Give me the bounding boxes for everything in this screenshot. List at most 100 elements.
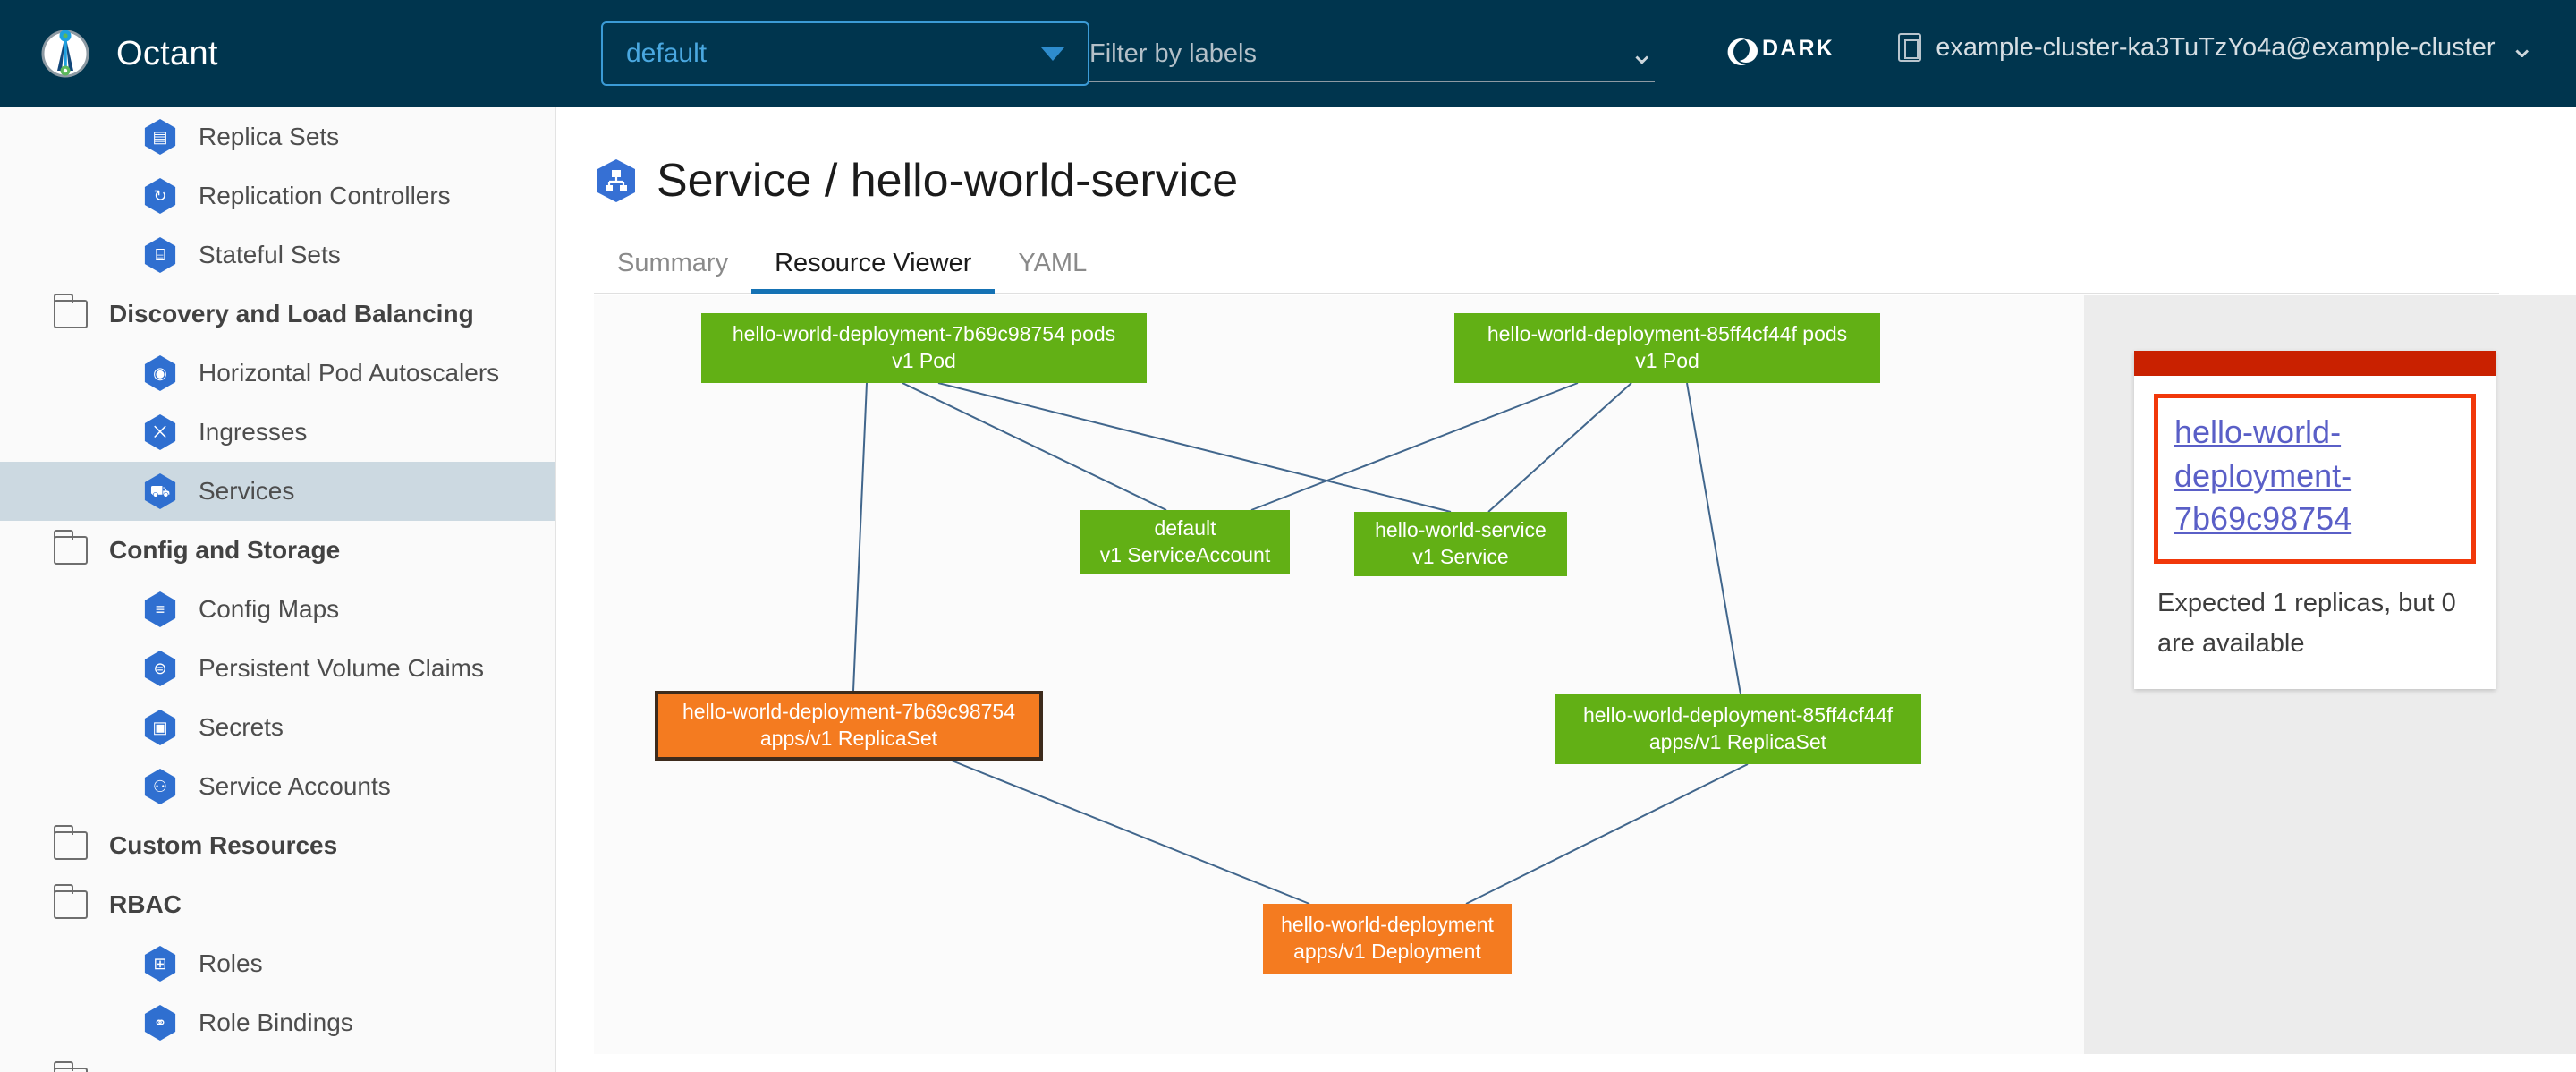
graph-node-pod-7b69c98754[interactable]: hello-world-deployment-7b69c98754 podsv1… xyxy=(701,313,1147,383)
chevron-down-icon: ⌄ xyxy=(2510,32,2536,63)
graph-node-serviceaccount[interactable]: defaultv1 ServiceAccount xyxy=(1080,510,1290,574)
sidebar-item-discovery-and-load-balancing[interactable]: ∨Discovery and Load Balancing xyxy=(0,285,555,344)
k8s-service-icon: ⛟ xyxy=(143,473,177,509)
graph-node-pod-85ff4cf44f[interactable]: hello-world-deployment-85ff4cf44f podsv1… xyxy=(1454,313,1880,383)
graph-node-rs-7b69c98754[interactable]: hello-world-deployment-7b69c98754apps/v1… xyxy=(655,691,1043,761)
graph-edge xyxy=(1466,764,1748,904)
sidebar-item-replica-sets[interactable]: ▤Replica Sets xyxy=(0,107,555,166)
octant-logo-icon xyxy=(38,26,93,81)
sidebar-item-stateful-sets[interactable]: ⌸ Stateful Sets xyxy=(0,225,555,285)
sidebar-item-persistent-volume-claims[interactable]: ⊜ Persistent Volume Claims xyxy=(0,639,555,698)
detail-resource-link[interactable]: hello-world-deployment-7b69c98754 xyxy=(2174,413,2351,537)
graph-node-kind: v1 ServiceAccount xyxy=(1100,542,1270,569)
resource-viewer-graph[interactable]: hello-world-deployment-7b69c98754 podsv1… xyxy=(594,295,2118,1054)
graph-node-name: hello-world-deployment-85ff4cf44f xyxy=(1583,702,1893,729)
graph-edge xyxy=(853,383,867,691)
cluster-icon xyxy=(1898,33,1921,62)
sidebar-item-services[interactable]: ⛟ Services xyxy=(0,462,555,521)
tab-yaml[interactable]: YAML xyxy=(995,249,1110,293)
detail-card: hello-world-deployment-7b69c98754 Expect… xyxy=(2134,351,2496,689)
cluster-name: example-cluster-ka3TuTzYo4a@example-clus… xyxy=(1936,33,2495,63)
page-title: Service / hello-world-service xyxy=(657,154,1238,208)
cluster-selector[interactable]: example-cluster-ka3TuTzYo4a@example-clus… xyxy=(1898,32,2535,63)
graph-node-name: hello-world-deployment-7b69c98754 xyxy=(682,699,1015,726)
tab-resource-viewer[interactable]: Resource Viewer xyxy=(751,249,995,293)
chevron-down-icon[interactable]: ⌄ xyxy=(1630,38,1656,69)
sidebar-item-label: Replication Controllers xyxy=(199,182,451,210)
k8s-hpa-icon: ◉ xyxy=(143,355,177,391)
sidebar-item-role-bindings[interactable]: ⚭ Role Bindings xyxy=(0,993,555,1052)
sidebar-item-label: Config and Storage xyxy=(109,536,340,565)
main-content: Service / hello-world-service SummaryRes… xyxy=(556,107,2576,1072)
k8s-ingress-icon: ⨉ xyxy=(143,414,177,450)
sidebar-item-config-and-storage[interactable]: ∨Config and Storage xyxy=(0,521,555,580)
sidebar-item-horizontal-pod-autoscalers[interactable]: ◉ Horizontal Pod Autoscalers xyxy=(0,344,555,403)
folder-icon xyxy=(54,831,88,860)
sidebar-item-custom-resources[interactable]: Custom Resources xyxy=(0,816,555,875)
graph-node-service[interactable]: hello-world-servicev1 Service xyxy=(1354,512,1567,576)
graph-edge xyxy=(1251,383,1578,510)
sidebar-item-secrets[interactable]: ▣ Secrets xyxy=(0,698,555,757)
sidebar-item-label: Stateful Sets xyxy=(199,241,341,269)
sidebar-item-roles[interactable]: ⊞ Roles xyxy=(0,934,555,993)
chevron-down-icon xyxy=(1041,47,1064,61)
namespace-select-value: default xyxy=(626,38,707,69)
sidebar-item-label: RBAC xyxy=(109,890,182,919)
sidebar-item-label: Service Accounts xyxy=(199,772,391,801)
sidebar-navigation[interactable]: ▤Replica Sets ↻ Replication Controllers ⌸ St… xyxy=(0,107,556,1072)
graph-node-name: default xyxy=(1100,515,1270,542)
graph-node-kind: v1 Service xyxy=(1375,544,1546,571)
sidebar-item-service-accounts[interactable]: ⚇Service Accounts xyxy=(0,757,555,816)
sidebar-item-ingresses[interactable]: ⨉Ingresses xyxy=(0,403,555,462)
tab-bar[interactable]: SummaryResource ViewerYAML xyxy=(594,249,2499,294)
detail-title-highlight: hello-world-deployment-7b69c98754 xyxy=(2154,394,2476,564)
sidebar-item-config-maps[interactable]: ≡ Config Maps xyxy=(0,580,555,639)
sidebar-item-rbac[interactable]: ∨RBAC xyxy=(0,875,555,934)
graph-edge xyxy=(938,383,1451,512)
graph-edge xyxy=(902,383,1166,510)
graph-node-name: hello-world-deployment xyxy=(1281,912,1494,939)
sidebar-item-label: Persistent Volume Claims xyxy=(199,654,484,683)
sidebar-item-label: Custom Resources xyxy=(109,831,337,860)
graph-node-deployment[interactable]: hello-world-deploymentapps/v1 Deployment xyxy=(1263,904,1512,974)
graph-edge xyxy=(1488,383,1631,512)
k8s-secret-icon: ▣ xyxy=(143,710,177,745)
sidebar-item-label: Role Bindings xyxy=(199,1008,353,1037)
label-filter-placeholder: Filter by labels xyxy=(1089,39,1257,69)
top-bar: Octant default Filter by labels ⌄ DARK e… xyxy=(0,0,2576,107)
brand-name: Octant xyxy=(116,35,218,73)
k8s-replicationcontroller-icon: ↻ xyxy=(143,178,177,214)
k8s-configmap-icon: ≡ xyxy=(143,591,177,627)
theme-toggle-button[interactable]: DARK xyxy=(1726,36,1835,62)
detail-card-status-bar xyxy=(2134,351,2496,376)
graph-node-kind: v1 Pod xyxy=(1487,348,1847,375)
graph-node-name: hello-world-service xyxy=(1375,517,1546,544)
sidebar-item-label: Horizontal Pod Autoscalers xyxy=(199,359,499,387)
k8s-rolebinding-icon: ⚭ xyxy=(143,1005,177,1041)
sidebar-item-label: Services xyxy=(199,477,294,506)
graph-node-rs-85ff4cf44f[interactable]: hello-world-deployment-85ff4cf44fapps/v1… xyxy=(1555,694,1921,764)
detail-card-body: hello-world-deployment-7b69c98754 Expect… xyxy=(2134,376,2496,689)
sidebar-item-label: Events xyxy=(109,1068,191,1072)
tab-summary[interactable]: Summary xyxy=(594,249,751,293)
graph-node-kind: apps/v1 ReplicaSet xyxy=(1583,729,1893,756)
sidebar-item-events[interactable]: Events xyxy=(0,1052,555,1072)
graph-node-kind: v1 Pod xyxy=(733,348,1115,375)
k8s-statefulset-icon: ⌸ xyxy=(143,237,177,273)
k8s-pvc-icon: ⊜ xyxy=(143,651,177,686)
namespace-select[interactable]: default xyxy=(601,21,1089,86)
label-filter-input[interactable]: Filter by labels ⌄ xyxy=(1089,27,1655,82)
sidebar-item-list: ▤Replica Sets ↻ Replication Controllers ⌸ St… xyxy=(0,107,555,1072)
brand[interactable]: Octant xyxy=(38,26,218,81)
k8s-role-icon: ⊞ xyxy=(143,946,177,982)
sidebar-item-label: Roles xyxy=(199,949,263,978)
sidebar-item-label: Config Maps xyxy=(199,595,339,624)
graph-node-name: hello-world-deployment-7b69c98754 pods xyxy=(733,321,1115,348)
sidebar-item-label: Secrets xyxy=(199,713,284,742)
node-detail-panel: hello-world-deployment-7b69c98754 Expect… xyxy=(2084,295,2576,1054)
moon-icon xyxy=(1726,38,1750,61)
page-header: Service / hello-world-service xyxy=(596,154,2576,208)
graph-node-kind: apps/v1 ReplicaSet xyxy=(682,726,1015,753)
sidebar-item-replication-controllers[interactable]: ↻ Replication Controllers xyxy=(0,166,555,225)
k8s-replicaset-icon: ▤ xyxy=(143,119,177,155)
